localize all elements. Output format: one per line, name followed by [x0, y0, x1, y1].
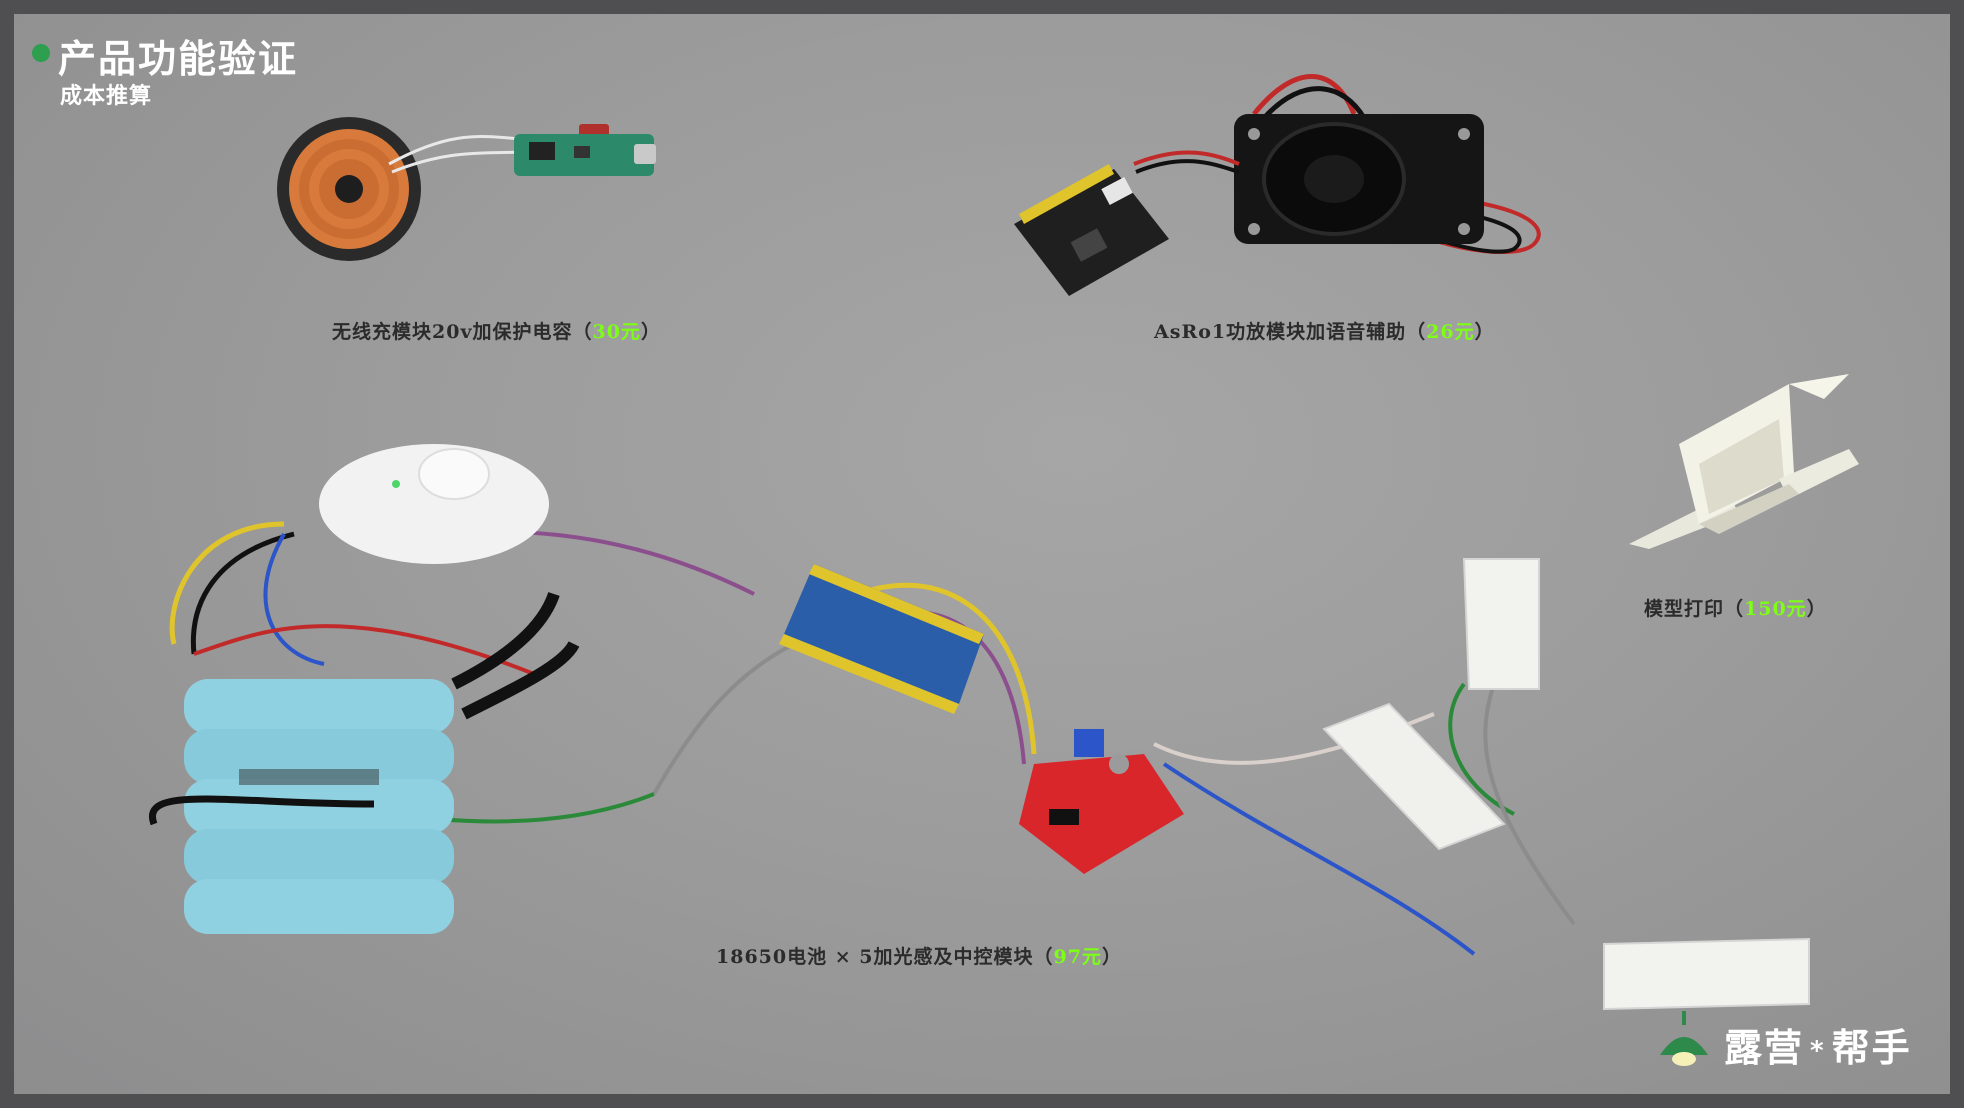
caption-label: 模型打印（ — [1644, 598, 1745, 620]
caption-label: 无线充模块20v加保护电容（ — [332, 321, 593, 343]
wireless-charging-module-image — [277, 117, 656, 261]
camping-lamp-icon — [1660, 1011, 1708, 1066]
caption-close: ） — [1101, 946, 1122, 968]
caption-close: ） — [1806, 598, 1827, 620]
caption-price: 97元 — [1053, 946, 1102, 968]
caption-battery-controller: 18650电池 × 5加光感及中控模块（97元） — [716, 942, 1122, 969]
caption-amplifier: AsRo1功放模块加语音辅助（26元） — [1154, 317, 1495, 344]
caption-close: ） — [640, 321, 661, 343]
caption-close: ） — [1474, 321, 1495, 343]
brand-name: 露营*帮手 — [1724, 1017, 1912, 1072]
brand-name-left: 露营 — [1724, 1026, 1805, 1070]
caption-price: 30元 — [592, 321, 641, 343]
caption-price: 26元 — [1426, 321, 1475, 343]
photo-board: 产品功能验证 成本推算 — [14, 14, 1950, 1094]
brand-logo: 露营*帮手 — [1654, 1009, 1944, 1079]
battery-controller-image — [149, 444, 1810, 1011]
brand-name-right: 帮手 — [1831, 1026, 1912, 1070]
caption-price: 150元 — [1744, 598, 1807, 620]
caption-label: 18650电池 × 5加光感及中控模块（ — [716, 946, 1054, 968]
caption-wireless-charging: 无线充模块20v加保护电容（30元） — [332, 317, 661, 344]
printed-model-image — [1629, 374, 1859, 549]
caption-label: AsRo1功放模块加语音辅助（ — [1154, 321, 1427, 343]
caption-model-print: 模型打印（150元） — [1644, 594, 1827, 621]
green-dot-icon — [32, 44, 50, 62]
amplifier-speaker-image — [1014, 74, 1541, 296]
page-subtitle: 成本推算 — [60, 84, 153, 109]
brand-separator: * — [1810, 1035, 1826, 1066]
page-title: 产品功能验证 — [58, 37, 299, 81]
